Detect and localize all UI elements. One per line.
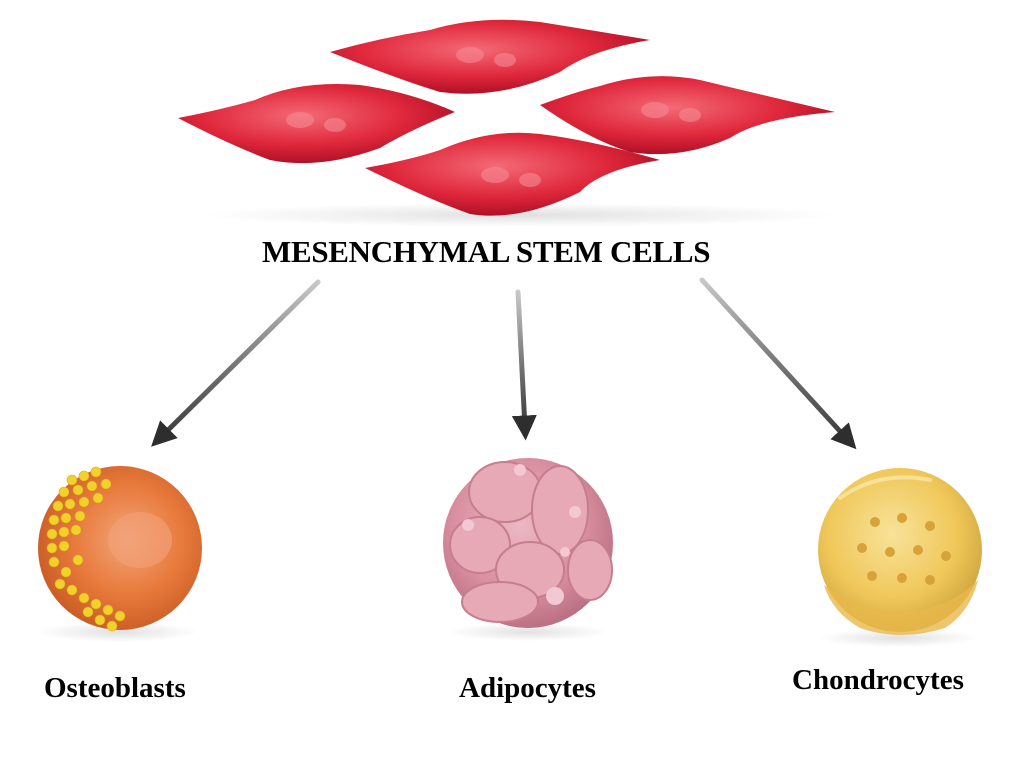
osteoblast-cell-icon (38, 466, 202, 642)
adipocytes-label: Adipocytes (459, 672, 596, 704)
arrow-to-adipocytes (511, 289, 537, 441)
arrow-to-osteoblasts (151, 279, 321, 447)
source-label: MESENCHYMAL STEM CELLS (262, 234, 711, 269)
arrow-to-chondrocytes (699, 277, 857, 450)
spindle-cells-icon (178, 19, 840, 227)
chondrocytes-label: Chondrocytes (792, 664, 964, 696)
chondrocyte-cell-icon (818, 468, 982, 647)
adipocyte-cell-icon (443, 458, 613, 641)
osteoblasts-label: Osteoblasts (44, 672, 186, 704)
